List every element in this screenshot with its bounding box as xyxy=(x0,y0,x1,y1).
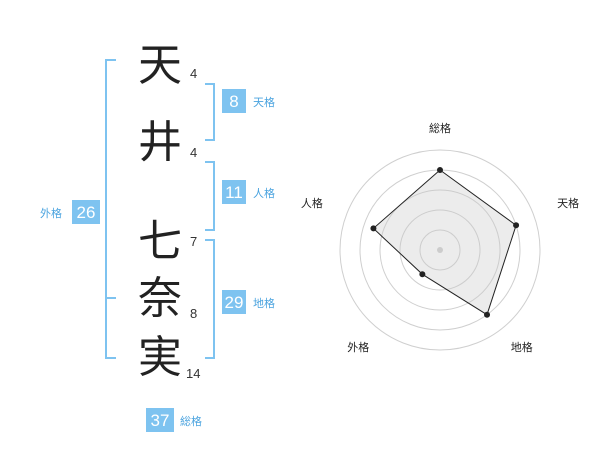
stroke-count-5: 14 xyxy=(186,366,200,381)
name-column: 天 4 井 4 七 7 奈 8 実 14 xyxy=(138,40,200,383)
radar-point-1 xyxy=(437,167,443,173)
stroke-count-1: 4 xyxy=(190,66,197,81)
chikaku-value: 29 xyxy=(225,293,244,312)
chikaku-bracket xyxy=(205,239,215,359)
radar-series-polygon xyxy=(372,169,517,316)
chikaku-label: 地格 xyxy=(253,296,275,310)
stroke-count-3: 7 xyxy=(190,234,197,249)
jinkaku-value: 11 xyxy=(225,183,243,202)
radar-points xyxy=(370,167,520,318)
tenkaku-badge: 8 天格 xyxy=(222,89,275,113)
radar-ring-2 xyxy=(399,209,481,291)
stroke-count-2: 4 xyxy=(190,145,197,160)
name-char-3: 七 xyxy=(138,216,182,267)
soukaku-label: 総格 xyxy=(180,414,202,428)
radar-axis-label-1: 総格 xyxy=(429,121,451,135)
tenkaku-value: 8 xyxy=(229,92,238,111)
radar-point-2 xyxy=(513,222,520,229)
jinkaku-bracket xyxy=(205,161,215,231)
radar-ring-3 xyxy=(379,189,501,311)
chikaku-badge: 29 地格 xyxy=(222,290,275,314)
name-char-2: 井 xyxy=(138,117,182,168)
name-char-1: 天 xyxy=(138,40,182,91)
soukaku-value: 37 xyxy=(151,411,170,430)
radar-center-dot xyxy=(437,247,443,253)
radar-point-5 xyxy=(370,225,377,232)
gaikaku-value: 26 xyxy=(77,203,96,222)
radar-axis-label-2: 天格 xyxy=(557,196,579,210)
fortune-brackets xyxy=(105,59,215,359)
radar-ring-1 xyxy=(419,229,461,271)
soukaku-badge: 37 総格 xyxy=(146,408,202,432)
gaikaku-badge: 外格 26 xyxy=(40,200,100,224)
name-char-5: 実 xyxy=(138,332,182,383)
gaikaku-bracket xyxy=(105,59,116,359)
gaikaku-label: 外格 xyxy=(40,206,62,220)
radar-ring-5 xyxy=(339,149,541,351)
tenkaku-bracket xyxy=(205,83,215,141)
tenkaku-label: 天格 xyxy=(253,95,275,109)
jinkaku-badge: 11 人格 xyxy=(222,180,275,204)
jinkaku-label: 人格 xyxy=(253,186,275,200)
radar-point-3 xyxy=(484,311,491,318)
radar-axis-label-5: 人格 xyxy=(301,196,323,210)
radar-axis-label-3: 地格 xyxy=(511,340,533,354)
name-char-4: 奈 xyxy=(138,273,182,324)
stroke-count-4: 8 xyxy=(190,306,197,321)
radar-point-4 xyxy=(419,271,426,278)
radar-axis-label-4: 外格 xyxy=(347,340,369,354)
